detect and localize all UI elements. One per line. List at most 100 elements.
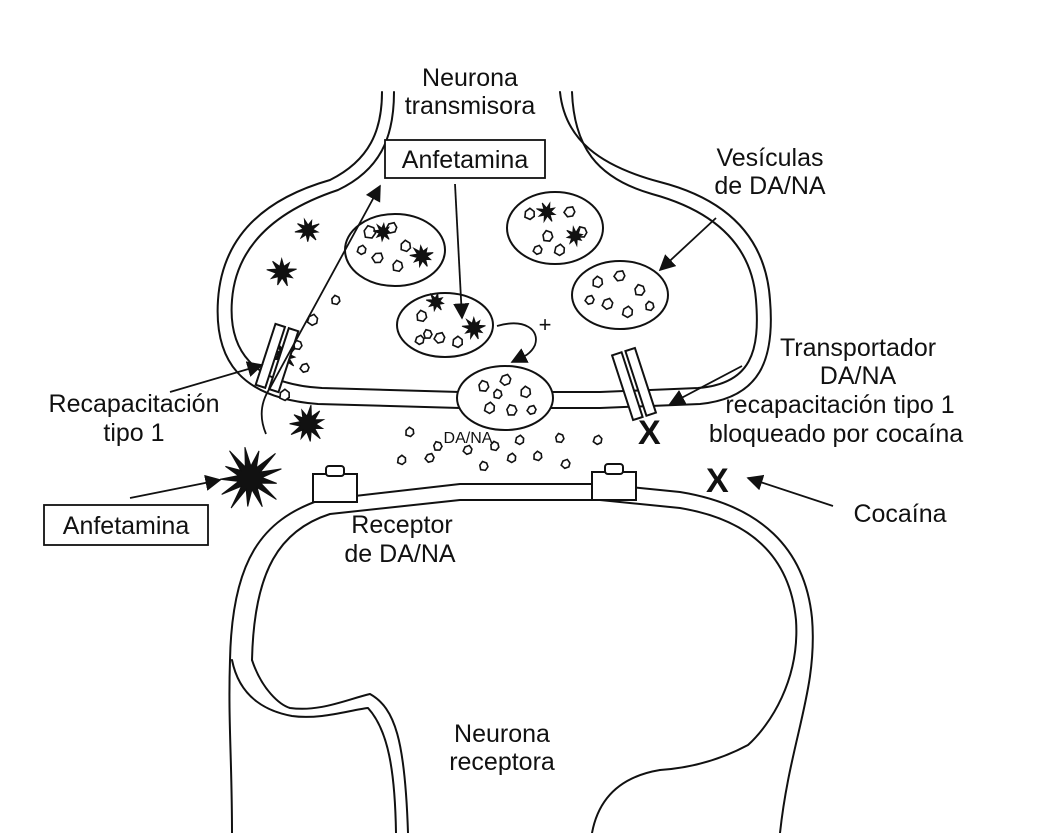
receiving-neuron-axon-right xyxy=(591,769,661,833)
neurotransmitter-grain xyxy=(520,385,532,399)
neurotransmitter-grains xyxy=(279,206,655,472)
neurotransmitter-grain xyxy=(645,300,655,312)
neurotransmitter-grain xyxy=(524,207,536,221)
label-receiving-neuron-line2: receptora xyxy=(449,748,555,776)
transporter-right-bar-a xyxy=(610,351,644,422)
neurotransmitter-grain xyxy=(405,426,415,438)
neurotransmitter-grain xyxy=(506,452,517,464)
label-cleft-da-na: DA/NA xyxy=(444,430,493,447)
amphetamine-molecule xyxy=(536,201,557,224)
neurotransmitter-grain xyxy=(499,373,512,387)
arrow-amphetamine-bottom xyxy=(129,474,222,499)
neurotransmitter-grain xyxy=(356,244,367,256)
neurotransmitter-grain xyxy=(462,444,473,456)
arrow-recapacitacion-label xyxy=(169,361,264,393)
amphetamine-molecule xyxy=(565,225,584,248)
neurotransmitter-grain xyxy=(490,440,500,452)
receptor-left-site xyxy=(325,465,345,477)
arrow-amphetamine-to-vesicle xyxy=(453,183,470,320)
reuptake-transporter-right xyxy=(610,346,658,422)
label-transporter-line2: DA/NA xyxy=(820,362,897,390)
transmitting-neuron-inner-membrane xyxy=(230,91,758,393)
neurotransmitter-grain xyxy=(478,379,490,392)
label-reuptake-line1: Recapacitación xyxy=(49,390,220,418)
arrow-cocaine xyxy=(746,474,834,507)
receptor-right-body xyxy=(591,471,637,501)
label-amphetamine-top: Anfetamina xyxy=(402,146,529,174)
neurotransmitter-grain xyxy=(483,401,496,415)
neurotransmitter-grain xyxy=(592,275,604,289)
label-transporter-line4: bloqueado por cocaína xyxy=(709,420,963,448)
receptor-left-body xyxy=(312,473,358,503)
neurotransmitter-grain xyxy=(634,283,646,296)
receiving-neuron-axon-left xyxy=(251,659,409,833)
label-transporter-line1: Transportador xyxy=(780,334,936,362)
receiving-neuron-outer-membrane xyxy=(228,483,814,833)
neurotransmitter-grain xyxy=(621,305,634,319)
arrows xyxy=(129,183,834,507)
neurotransmitter-grain xyxy=(533,450,543,462)
label-transmitting-neuron-line2: transmisora xyxy=(405,92,536,120)
amphetamine-molecule xyxy=(289,404,326,442)
label-cocaine: Cocaína xyxy=(853,500,946,528)
receptor-right xyxy=(591,463,637,501)
neurotransmitter-grain xyxy=(424,452,435,464)
neurotransmitter-grain xyxy=(400,239,412,253)
neurotransmitter-grain xyxy=(452,335,464,349)
neurotransmitter-grain xyxy=(532,244,543,256)
label-plus: + xyxy=(539,312,552,337)
neurotransmitter-grain xyxy=(422,328,433,339)
label-receiving-neuron-line1: Neurona xyxy=(454,720,550,748)
neurotransmitter-grain xyxy=(433,331,446,344)
label-transporter-line3: recapacitación tipo 1 xyxy=(725,391,954,419)
neurotransmitter-grain xyxy=(416,309,428,323)
neurotransmitter-grain xyxy=(363,224,377,239)
neurotransmitter-grain xyxy=(506,403,518,416)
neurotransmitter-grain xyxy=(331,294,341,306)
amphetamine-molecule xyxy=(409,244,434,269)
arrow-transporter-label xyxy=(668,365,743,405)
amphetamine-molecule xyxy=(294,217,320,242)
label-reuptake-line2: tipo 1 xyxy=(103,419,164,447)
neurotransmitter-grain xyxy=(392,259,404,273)
amphetamine-bottom-box xyxy=(43,504,209,546)
receiving-neuron xyxy=(228,483,814,833)
neurotransmitter-grain xyxy=(370,252,384,264)
amphetamine-molecule xyxy=(461,315,486,340)
arrow-vesicle-release xyxy=(496,322,537,363)
amphetamine-molecule xyxy=(425,292,445,313)
neurotransmitter-grain xyxy=(553,243,566,257)
amphetamine-top-box xyxy=(384,139,546,179)
arrow-vesicles-label xyxy=(658,217,717,272)
cocaine-x-free: X xyxy=(706,462,729,500)
neurotransmitter-grain xyxy=(478,460,489,472)
neurotransmitter-grain xyxy=(526,404,537,416)
label-receptor-line2: de DA/NA xyxy=(344,540,455,568)
cocaine-x-on-transporter: X xyxy=(638,414,661,452)
neurotransmitter-grain xyxy=(493,388,503,400)
amphetamine-molecule xyxy=(372,221,392,243)
amphetamine-molecule xyxy=(266,257,297,287)
neurotransmitter-grain xyxy=(279,388,291,402)
neurotransmitter-grain xyxy=(396,454,407,466)
receptor-right-site xyxy=(604,463,624,475)
neurotransmitter-grain xyxy=(432,440,443,451)
transporter-right-bar-b xyxy=(624,346,658,417)
neurotransmitter-grain xyxy=(584,294,595,306)
receiving-neuron-inner-membrane xyxy=(251,499,798,771)
neurotransmitter-grain xyxy=(592,434,603,446)
transmitting-neuron-outer-membrane xyxy=(216,91,772,409)
neurotransmitter-grain xyxy=(299,362,310,374)
arrow-amphetamine-in xyxy=(260,184,381,435)
neurotransmitter-grain xyxy=(613,270,626,282)
neurotransmitter-grain xyxy=(601,297,614,311)
label-amphetamine-bottom: Anfetamina xyxy=(63,512,190,540)
neurotransmitter-grain xyxy=(414,334,425,346)
label-transmitting-neuron-line1: Neurona xyxy=(422,64,518,92)
receptor-left xyxy=(312,465,358,503)
label-vesicles-line2: de DA/NA xyxy=(714,172,825,200)
neurotransmitter-grain xyxy=(514,434,525,446)
label-receptor-line1: Receptor xyxy=(351,511,452,539)
